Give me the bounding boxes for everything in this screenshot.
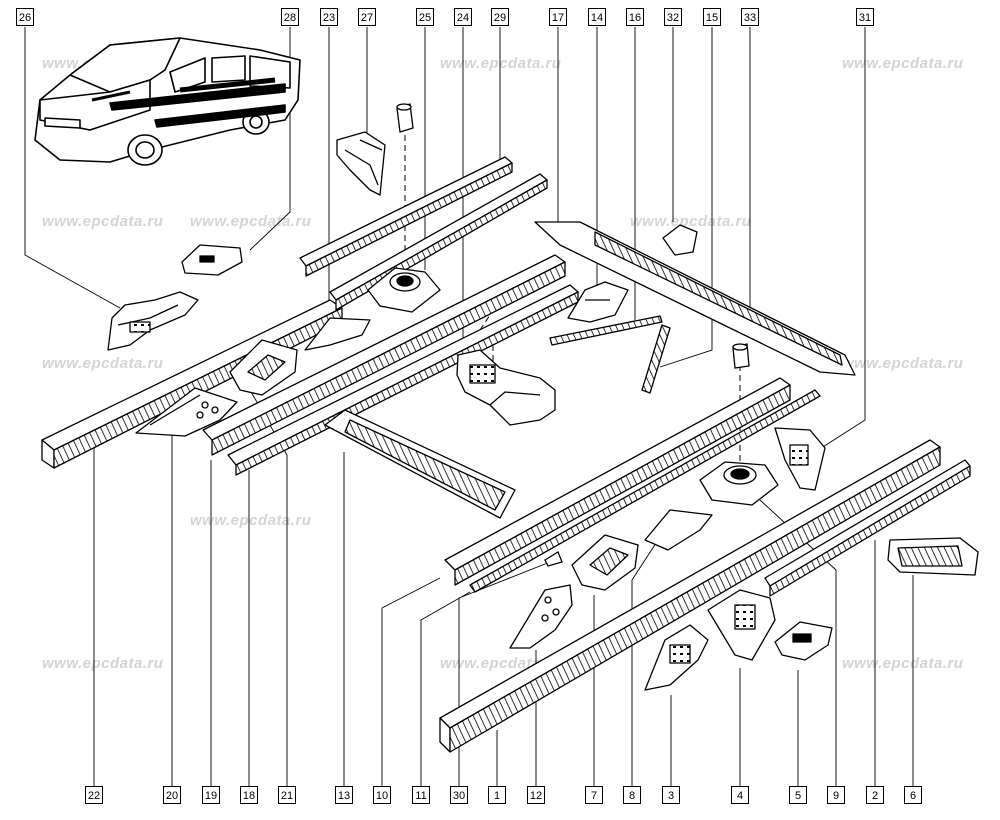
callout-6[interactable]: 6 bbox=[904, 786, 922, 804]
part-16-bar bbox=[549, 315, 663, 346]
watermark: www.epcdata.ru bbox=[42, 655, 164, 672]
part-15-bar bbox=[641, 324, 671, 394]
callout-4[interactable]: 4 bbox=[731, 786, 749, 804]
callout-15[interactable]: 15 bbox=[703, 8, 721, 26]
part-8-bracket bbox=[644, 509, 713, 551]
callout-7[interactable]: 7 bbox=[585, 786, 603, 804]
part-26-member bbox=[107, 291, 199, 351]
callout-21[interactable]: 21 bbox=[278, 786, 296, 804]
watermark: www.epcdata.ru bbox=[842, 55, 964, 72]
callout-27[interactable]: 27 bbox=[358, 8, 376, 26]
callout-30[interactable]: 30 bbox=[450, 786, 468, 804]
watermark: www.epcdata.ru bbox=[842, 355, 964, 372]
callout-33[interactable]: 33 bbox=[741, 8, 759, 26]
part-14-bracket bbox=[567, 281, 629, 323]
part-1-right-sill bbox=[439, 439, 941, 753]
part-13-floor-panel bbox=[324, 409, 516, 519]
part-27-bracket bbox=[336, 131, 386, 196]
part-6-end-bracket bbox=[887, 537, 979, 576]
part-20-gusset bbox=[135, 387, 238, 437]
callout-3[interactable]: 3 bbox=[662, 786, 680, 804]
vehicle-overview bbox=[34, 37, 301, 166]
part-9-spring-seat bbox=[699, 461, 779, 506]
callout-16[interactable]: 16 bbox=[626, 8, 644, 26]
callout-13[interactable]: 13 bbox=[335, 786, 353, 804]
part-3-bracket bbox=[644, 624, 709, 691]
watermark: www.epcdata.ru bbox=[42, 355, 164, 372]
watermark: www.epcdata.ru bbox=[190, 512, 312, 529]
callout-20[interactable]: 20 bbox=[163, 786, 181, 804]
watermark: www.epcdata.ru bbox=[440, 55, 562, 72]
callout-12[interactable]: 12 bbox=[527, 786, 545, 804]
callout-26[interactable]: 26 bbox=[16, 8, 34, 26]
callout-31[interactable]: 31 bbox=[856, 8, 874, 26]
callout-10[interactable]: 10 bbox=[373, 786, 391, 804]
part-19-rail bbox=[202, 254, 566, 456]
callout-14[interactable]: 14 bbox=[588, 8, 606, 26]
part-5-clip bbox=[774, 621, 833, 661]
part-7-seat-mount bbox=[571, 534, 639, 591]
part-23-bracket bbox=[304, 317, 371, 351]
callout-32[interactable]: 32 bbox=[664, 8, 682, 26]
part-28-bracket bbox=[181, 244, 243, 276]
callout-8[interactable]: 8 bbox=[623, 786, 641, 804]
callout-23[interactable]: 23 bbox=[320, 8, 338, 26]
part-11-rail bbox=[469, 389, 821, 593]
part-12-gusset bbox=[509, 584, 573, 649]
part-32-clip bbox=[662, 224, 698, 256]
part-21-seat-mount bbox=[229, 339, 298, 396]
part-2-rail bbox=[764, 459, 971, 597]
callout-1[interactable]: 1 bbox=[488, 786, 506, 804]
callout-5[interactable]: 5 bbox=[789, 786, 807, 804]
callout-11[interactable]: 11 bbox=[412, 786, 430, 804]
callout-22[interactable]: 22 bbox=[85, 786, 103, 804]
callout-2[interactable]: 2 bbox=[866, 786, 884, 804]
part-24-crossmember bbox=[456, 349, 556, 426]
callout-24[interactable]: 24 bbox=[454, 8, 472, 26]
callout-18[interactable]: 18 bbox=[240, 786, 258, 804]
part-4-bracket bbox=[707, 589, 776, 661]
part-17-rail bbox=[534, 221, 856, 376]
watermark: www.epcdata.ru bbox=[630, 213, 752, 230]
part-23-rail bbox=[299, 156, 513, 277]
callout-17[interactable]: 17 bbox=[549, 8, 567, 26]
watermark: www.epcdata.ru bbox=[42, 213, 164, 230]
part-30-clip bbox=[544, 551, 563, 567]
part-33-nut bbox=[732, 343, 750, 369]
callout-19[interactable]: 19 bbox=[202, 786, 220, 804]
watermark: www.epcdata.ru bbox=[190, 213, 312, 230]
callout-28[interactable]: 28 bbox=[281, 8, 299, 26]
part-10-rail bbox=[444, 377, 791, 586]
callout-29[interactable]: 29 bbox=[491, 8, 509, 26]
callout-9[interactable]: 9 bbox=[827, 786, 845, 804]
watermark: www.epcdata.ru bbox=[842, 655, 964, 672]
part-25-spring-seat bbox=[367, 103, 441, 313]
callout-25[interactable]: 25 bbox=[416, 8, 434, 26]
part-31-bracket bbox=[774, 427, 826, 491]
